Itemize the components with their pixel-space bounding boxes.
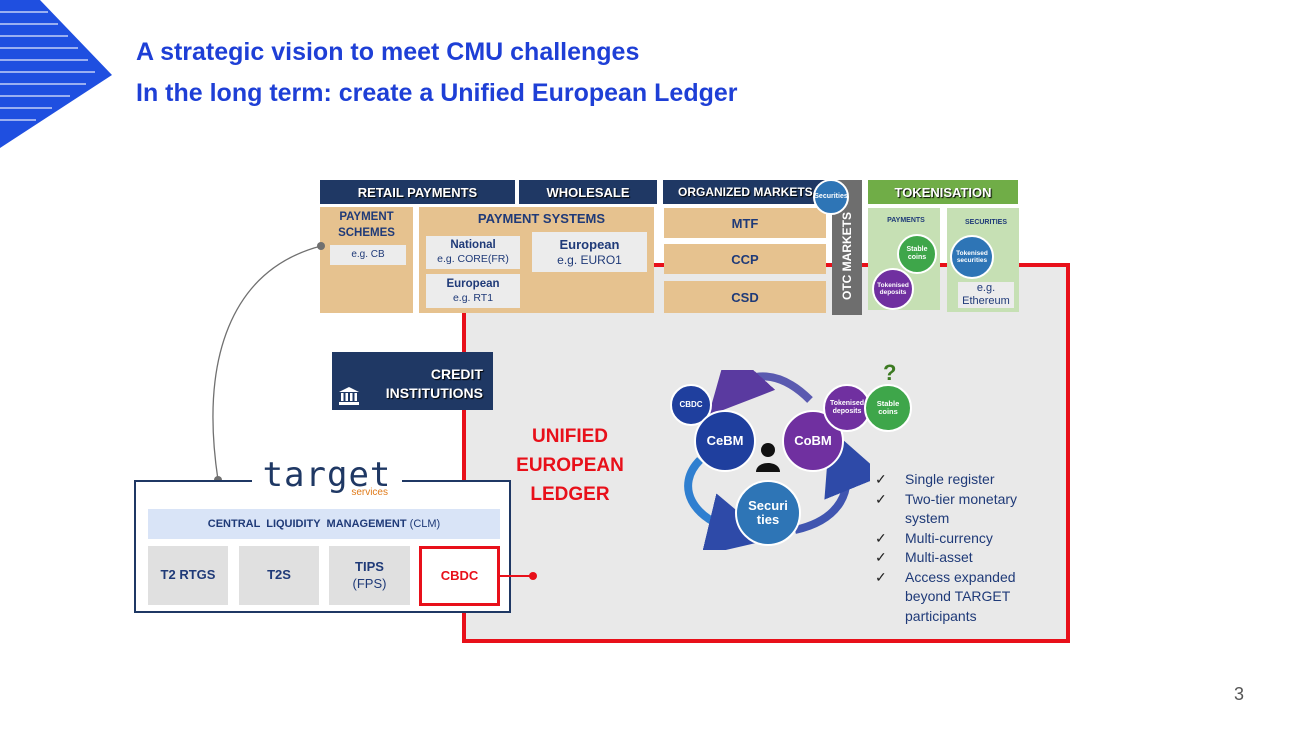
question-mark: ? bbox=[883, 360, 897, 385]
t2-rtgs-box: T2 RTGS bbox=[148, 546, 228, 605]
stable-coins-circle: Stable coins bbox=[864, 384, 912, 432]
bank-icon bbox=[339, 387, 359, 405]
header-tokenisation: TOKENISATION bbox=[868, 180, 1018, 204]
national-payment-system: National e.g. CORE(FR) bbox=[426, 236, 520, 269]
feature-list: Single register Two-tier monetary system… bbox=[875, 470, 1050, 626]
european-wholesale-payment-system: European e.g. EURO1 bbox=[532, 232, 647, 272]
feature-item: Multi-currency bbox=[875, 529, 1050, 549]
feature-item: Single register bbox=[875, 470, 1050, 490]
feature-item: Multi-asset bbox=[875, 548, 1050, 568]
cycle-arrows bbox=[684, 370, 870, 550]
page-number: 3 bbox=[1234, 684, 1245, 704]
tokenisation-securities-label: SECURITIES bbox=[964, 219, 1007, 226]
tokenised-securities-token: Tokenised securities bbox=[950, 235, 994, 279]
tokenised-deposits-token: Tokenised deposits bbox=[872, 268, 914, 310]
feature-item: Access expanded beyond TARGET participan… bbox=[875, 568, 1050, 627]
title-line-2: In the long term: create a Unified Europ… bbox=[136, 79, 738, 107]
stable-coins-token: Stable coins bbox=[897, 234, 937, 274]
cbdc-connector bbox=[498, 572, 537, 580]
tips-box: TIPS(FPS) bbox=[329, 546, 410, 605]
otc-markets-label: OTC MARKETS bbox=[840, 212, 854, 300]
t2s-box: T2S bbox=[239, 546, 319, 605]
european-retail-payment-system: European e.g. RT1 bbox=[426, 274, 520, 308]
ccp-box: CCP bbox=[664, 244, 826, 274]
tokenisation-payments-label: PAYMENTS bbox=[887, 217, 925, 224]
mtf-box: MTF bbox=[664, 208, 826, 238]
payment-schemes-example: e.g. CB bbox=[330, 245, 406, 265]
credit-institutions-box bbox=[332, 352, 493, 410]
payment-systems-label: PAYMENT SYSTEMS bbox=[477, 211, 606, 226]
connector-line bbox=[212, 242, 325, 484]
feature-item: Two-tier monetary system bbox=[875, 490, 1050, 529]
target-logo: target services bbox=[252, 457, 402, 501]
ethereum-example: e.g.Ethereum bbox=[958, 282, 1014, 308]
title-line-1: A strategic vision to meet CMU challenge… bbox=[136, 38, 640, 66]
person-icon bbox=[756, 443, 780, 472]
cobm-circle: CoBM bbox=[782, 410, 844, 472]
securities-badge: Securities bbox=[813, 179, 849, 215]
header-wholesale: WHOLESALE bbox=[519, 180, 657, 204]
header-retail-payments: RETAIL PAYMENTS bbox=[320, 180, 515, 204]
ecb-corner-logo bbox=[0, 0, 112, 148]
cbdc-box: CBDC bbox=[419, 546, 500, 606]
header-organized-markets: ORGANIZED MARKETS bbox=[663, 180, 826, 204]
clm-bar: CENTRAL LIQUIDITY MANAGEMENT (CLM) bbox=[148, 509, 500, 539]
cebm-circle: CeBM bbox=[694, 410, 756, 472]
csd-box: CSD bbox=[664, 281, 826, 313]
